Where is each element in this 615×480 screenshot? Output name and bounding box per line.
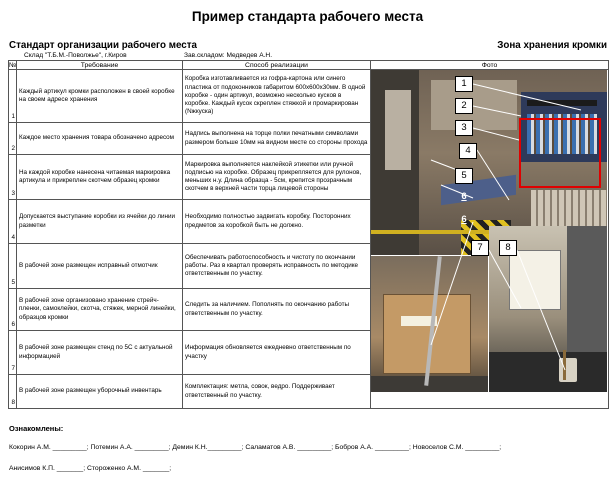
- requirement-cell: Допускается выступание коробки из ячейки…: [16, 199, 183, 244]
- row-number: 1: [8, 69, 17, 123]
- zone-name: Зона хранения кромки: [497, 40, 607, 51]
- callout-lines: [430, 83, 582, 371]
- table-row: 1 Каждый артикул кромки расположен в сво…: [8, 69, 609, 409]
- requirement-cell: Каждый артикул кромки расположен в своей…: [16, 69, 183, 123]
- cleaning-stand-photo: [489, 226, 607, 392]
- header-requirement: Требование: [16, 60, 183, 70]
- implementation-cell: Информация обновляется ежедневно ответст…: [182, 330, 371, 375]
- requirement-cell: В рабочей зоне организовано хранение стр…: [16, 288, 183, 331]
- acknowledged-heading: Ознакомлены:: [9, 424, 64, 433]
- acknowledged-line-2: Анисимов К.П. _______; Стороженко А.М. _…: [9, 465, 172, 472]
- photo-cell: 1 2 3 4 5 6 6 7 8: [370, 69, 609, 409]
- implementation-cell: Следить за наличием. Пополнять по оконча…: [182, 288, 371, 331]
- requirement-cell: На каждой коробке нанесена читаемая марк…: [16, 154, 183, 200]
- table-row: 3 На каждой коробке нанесена читаемая ма…: [8, 154, 609, 200]
- requirement-cell: В рабочей зоне размещен исправный отмотч…: [16, 243, 183, 289]
- callout-label: 4: [459, 143, 477, 159]
- page-title: Пример стандарта рабочего места: [191, 9, 424, 24]
- manager-label: Зав.складом: Медведев А.Н.: [184, 52, 273, 59]
- callout-label: 5: [455, 168, 473, 184]
- callout-label: 6: [461, 191, 467, 202]
- storage-rack-photo: [371, 70, 607, 255]
- callout-label: 6: [461, 214, 467, 225]
- implementation-cell: Необходимо полностью задвигать коробку. …: [182, 199, 371, 244]
- implementation-cell: Обеспечивать работоспособность и чистоту…: [182, 243, 371, 289]
- table-row: 5 В рабочей зоне размещен исправный отмо…: [8, 243, 609, 289]
- table-row: 6 В рабочей зоне организовано хранение с…: [8, 288, 609, 331]
- row-number: 4: [8, 199, 17, 244]
- implementation-cell: Комплектация: метла, совок, ведро. Подде…: [182, 374, 371, 409]
- row-number: 8: [8, 374, 17, 409]
- table-row: 7 В рабочей зоне размещен стенд по 5С с …: [8, 330, 609, 375]
- callout-label: 1: [455, 76, 473, 92]
- callout-label: 3: [455, 120, 473, 136]
- table-header-row: № Требование Способ реализации Фото: [8, 60, 609, 70]
- implementation-cell: Надпись выполнена на торце полки печатны…: [182, 122, 371, 155]
- header-photo: Фото: [370, 60, 609, 70]
- callout-label: 2: [455, 98, 473, 114]
- header-num: №: [8, 60, 17, 70]
- acknowledged-line-1: Кокорин А.М. _________; Потемин А.А. ___…: [9, 444, 502, 451]
- row-number: 7: [8, 330, 17, 375]
- implementation-cell: Коробка изготавливается из гофра-картона…: [182, 69, 371, 123]
- row-number: 2: [8, 122, 17, 155]
- table-row: 4 Допускается выступание коробки из ячей…: [8, 199, 609, 244]
- callout-label: 8: [499, 240, 517, 256]
- box-with-samples-photo: [371, 256, 488, 392]
- requirement-cell: В рабочей зоне размещен уборочный инвент…: [16, 374, 183, 409]
- warehouse-label: Склад "Т.Б.М.-Поволжье", г.Киров: [24, 52, 127, 59]
- requirement-cell: В рабочей зоне размещен стенд по 5С с ак…: [16, 330, 183, 375]
- row-number: 3: [8, 154, 17, 200]
- row-number: 5: [8, 243, 17, 289]
- requirement-cell: Каждое место хранения товара обозначено …: [16, 122, 183, 155]
- implementation-cell: Маркировка выполняется наклейкой этикетк…: [182, 154, 371, 200]
- row-number: 6: [8, 288, 17, 331]
- standard-table: № Требование Способ реализации Фото 1 Ка…: [8, 60, 609, 409]
- standard-subtitle: Стандарт организации рабочего места: [9, 40, 197, 51]
- callout-label: 7: [471, 240, 489, 256]
- header-implementation: Способ реализации: [182, 60, 371, 70]
